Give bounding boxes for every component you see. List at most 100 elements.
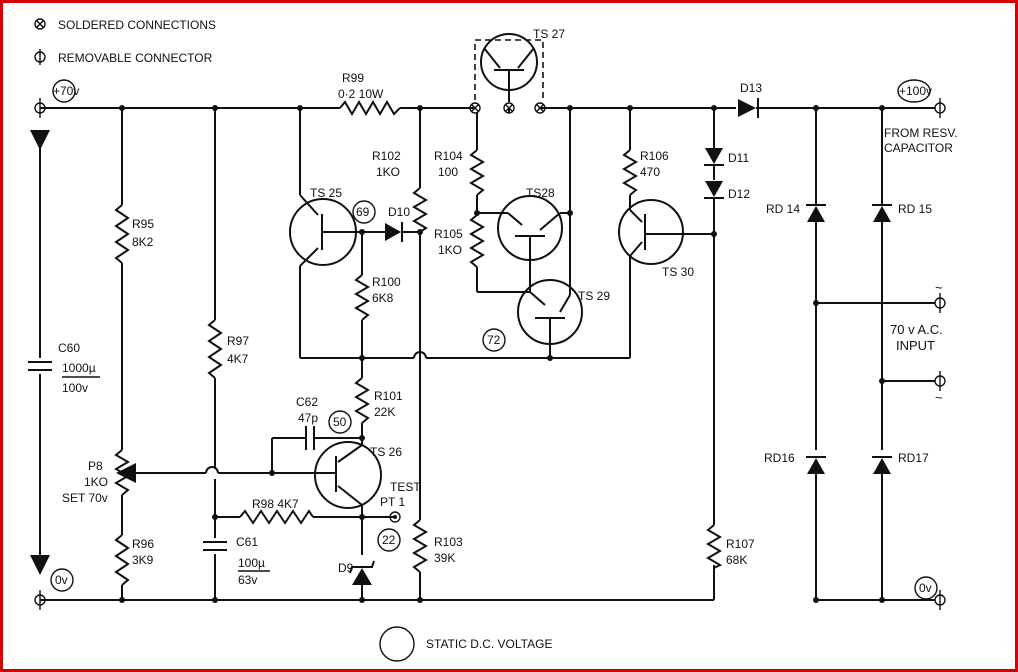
svg-text:R107: R107 xyxy=(726,537,755,551)
svg-text:TS 29: TS 29 xyxy=(578,289,610,303)
resistor-r105: R105 1KO xyxy=(434,214,530,293)
svg-text:SET 70v: SET 70v xyxy=(62,491,108,505)
potentiometer-p8: P8 1KO SET 70v xyxy=(62,449,140,535)
legend-static-voltage: STATIC D.C. VOLTAGE xyxy=(379,626,552,662)
from-resv-label-2: CAPACITOR xyxy=(884,141,953,155)
legend-removable: REMOVABLE CONNECTOR xyxy=(34,49,213,65)
svg-text:47p: 47p xyxy=(298,411,318,425)
voltage-72: 72 xyxy=(482,328,506,352)
resistor-r107: R107 68K xyxy=(706,524,755,569)
svg-text:D11: D11 xyxy=(728,151,749,165)
svg-text:C61: C61 xyxy=(236,535,258,549)
voltage-50: 50 xyxy=(328,410,352,434)
diode-d13: D13 xyxy=(738,81,766,118)
bottom-rail xyxy=(40,565,935,601)
svg-text:D12: D12 xyxy=(728,187,750,201)
svg-text:D10: D10 xyxy=(388,205,410,219)
svg-text:~: ~ xyxy=(935,390,943,405)
transistor-ts26: TS 26 xyxy=(314,441,402,555)
svg-text:100v: 100v xyxy=(62,381,88,395)
capacitor-c62: C62 47p xyxy=(271,395,362,473)
svg-text:6K8: 6K8 xyxy=(372,291,394,305)
connector-plus70 xyxy=(34,98,46,118)
svg-text:TS 25: TS 25 xyxy=(310,186,342,200)
resistor-r96: R96 3K9 xyxy=(114,534,154,600)
svg-text:RD 15: RD 15 xyxy=(898,202,932,216)
svg-text:R97: R97 xyxy=(227,334,249,348)
svg-text:470: 470 xyxy=(640,165,660,179)
svg-text:R98 4K7: R98 4K7 xyxy=(252,497,299,511)
terminal-zero-right: 0v xyxy=(914,576,938,600)
legend-soldered-label: SOLDERED CONNECTIONS xyxy=(58,18,216,32)
terminal-plus100: +100v xyxy=(897,79,932,103)
from-resv-label-1: FROM RESV. xyxy=(884,126,958,140)
soldered-connection-1 xyxy=(469,102,481,114)
svg-text:R99: R99 xyxy=(342,71,364,85)
svg-text:1000µ: 1000µ xyxy=(62,361,96,375)
resistor-r97: R97 4K7 xyxy=(207,108,249,538)
svg-text:68K: 68K xyxy=(726,553,747,567)
svg-text:69: 69 xyxy=(356,205,370,219)
svg-text:D9: D9 xyxy=(338,561,354,575)
transistor-ts25: TS 25 xyxy=(289,108,385,358)
soldered-connection-3 xyxy=(534,102,546,114)
svg-text:R102: R102 xyxy=(372,149,401,163)
voltage-69: 69 xyxy=(352,200,376,224)
svg-text:39K: 39K xyxy=(434,551,455,565)
svg-text:RD17: RD17 xyxy=(898,451,929,465)
svg-text:0·2 10W: 0·2 10W xyxy=(338,87,384,101)
svg-text:100: 100 xyxy=(438,165,458,179)
junction-dots xyxy=(119,105,885,603)
svg-text:P8: P8 xyxy=(88,459,103,473)
svg-text:R104: R104 xyxy=(434,149,463,163)
svg-text:8K2: 8K2 xyxy=(132,235,154,249)
svg-text:TS 27: TS 27 xyxy=(533,27,565,41)
transistor-ts30: TS 30 xyxy=(618,199,714,358)
svg-text:0v: 0v xyxy=(55,573,68,587)
terminal-plus70: +70v xyxy=(52,79,79,103)
transistor-ts28: TS28 xyxy=(497,108,570,272)
legend-soldered: SOLDERED CONNECTIONS xyxy=(34,18,216,32)
voltage-22: 22 xyxy=(377,528,401,552)
connector-zero-left xyxy=(34,590,46,610)
svg-text:0v: 0v xyxy=(919,581,932,595)
transistor-ts27: TS 27 xyxy=(474,27,565,102)
svg-text:R103: R103 xyxy=(434,535,463,549)
svg-text:50: 50 xyxy=(333,415,347,429)
resistor-r98: R98 4K7 xyxy=(215,497,395,525)
capacitor-c60: C60 1000µ 100v xyxy=(28,130,100,575)
svg-text:3K9: 3K9 xyxy=(132,553,154,567)
terminal-zero-left: 0v xyxy=(50,568,74,592)
connector-plus100 xyxy=(934,98,946,118)
resistor-r99: R99 0·2 10W xyxy=(338,71,401,116)
svg-text:D13: D13 xyxy=(740,81,762,95)
svg-text:1KO: 1KO xyxy=(84,475,108,489)
svg-text:100µ: 100µ xyxy=(238,556,265,570)
svg-text:+100v: +100v xyxy=(899,84,932,98)
svg-text:72: 72 xyxy=(487,333,501,347)
ac-input-bottom: ~ xyxy=(882,371,946,405)
svg-text:C62: C62 xyxy=(296,395,318,409)
transistor-ts29: TS 29 xyxy=(517,272,610,358)
resistor-r106: R106 470 xyxy=(622,108,669,210)
diode-d12: D12 xyxy=(704,181,750,525)
ac-input-top: ~ xyxy=(816,280,946,313)
svg-text:RD16: RD16 xyxy=(764,451,795,465)
svg-text:TS28: TS28 xyxy=(526,186,555,200)
wire-bus-358 xyxy=(300,351,630,359)
wire-crossover-1 xyxy=(205,466,219,474)
svg-text:R105: R105 xyxy=(434,227,463,241)
test-point-1: TEST PT 1 xyxy=(380,480,421,523)
bridge-right-leg: RD 15 RD17 xyxy=(872,108,932,600)
svg-text:R101: R101 xyxy=(374,389,403,403)
diode-d10: D10 xyxy=(385,205,420,242)
svg-text:TEST: TEST xyxy=(390,480,421,494)
resistor-r95: R95 8K2 xyxy=(114,108,154,450)
svg-text:~: ~ xyxy=(935,280,943,295)
svg-text:PT 1: PT 1 xyxy=(380,495,405,509)
svg-text:+70v: +70v xyxy=(53,84,79,98)
svg-text:R100: R100 xyxy=(372,275,401,289)
zener-d9: D9 xyxy=(338,560,375,600)
diode-d11: D11 xyxy=(704,108,749,180)
